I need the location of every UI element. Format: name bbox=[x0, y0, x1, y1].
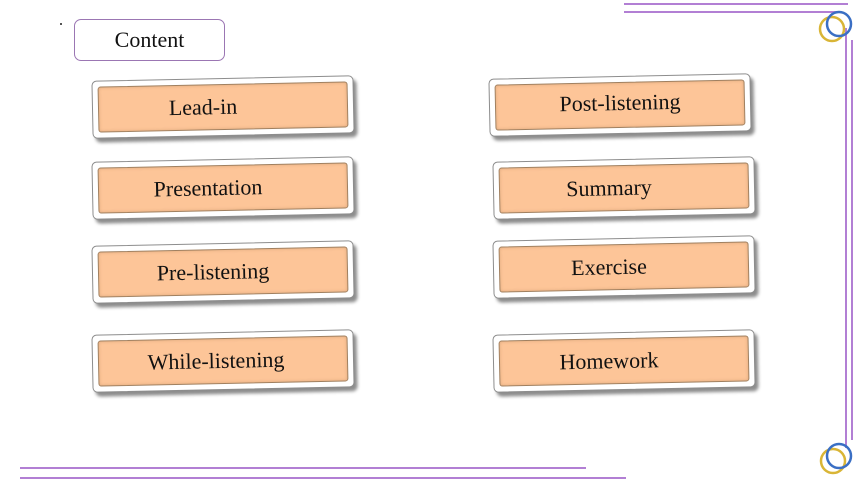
decorative-dot bbox=[60, 23, 62, 25]
menu-item-while-listening[interactable]: While-listening bbox=[91, 329, 355, 393]
menu-item-post-listening[interactable]: Post-listening bbox=[488, 73, 752, 137]
menu-item-label: Lead-in bbox=[168, 93, 238, 121]
menu-item-homework[interactable]: Homework bbox=[492, 329, 756, 393]
menu-item-label: Exercise bbox=[570, 253, 648, 281]
ring-bottom-icon bbox=[819, 442, 853, 475]
menu-item-label: Homework bbox=[559, 347, 659, 375]
menu-item-label: Post-listening bbox=[559, 88, 681, 117]
page-title: Content bbox=[114, 27, 185, 52]
ring-top-icon bbox=[818, 10, 853, 43]
menu-item-summary[interactable]: Summary bbox=[492, 156, 756, 220]
menu-item-pre-listening[interactable]: Pre-listening bbox=[91, 240, 355, 304]
menu-item-label: Pre-listening bbox=[156, 258, 270, 286]
menu-item-label: Summary bbox=[565, 174, 653, 202]
menu-item-presentation[interactable]: Presentation bbox=[91, 156, 355, 220]
menu-item-exercise[interactable]: Exercise bbox=[492, 235, 756, 299]
menu-item-label: While-listening bbox=[147, 346, 285, 375]
content-title-box: Content bbox=[74, 19, 225, 61]
menu-item-lead-in[interactable]: Lead-in bbox=[91, 75, 355, 139]
menu-item-label: Presentation bbox=[153, 174, 263, 202]
